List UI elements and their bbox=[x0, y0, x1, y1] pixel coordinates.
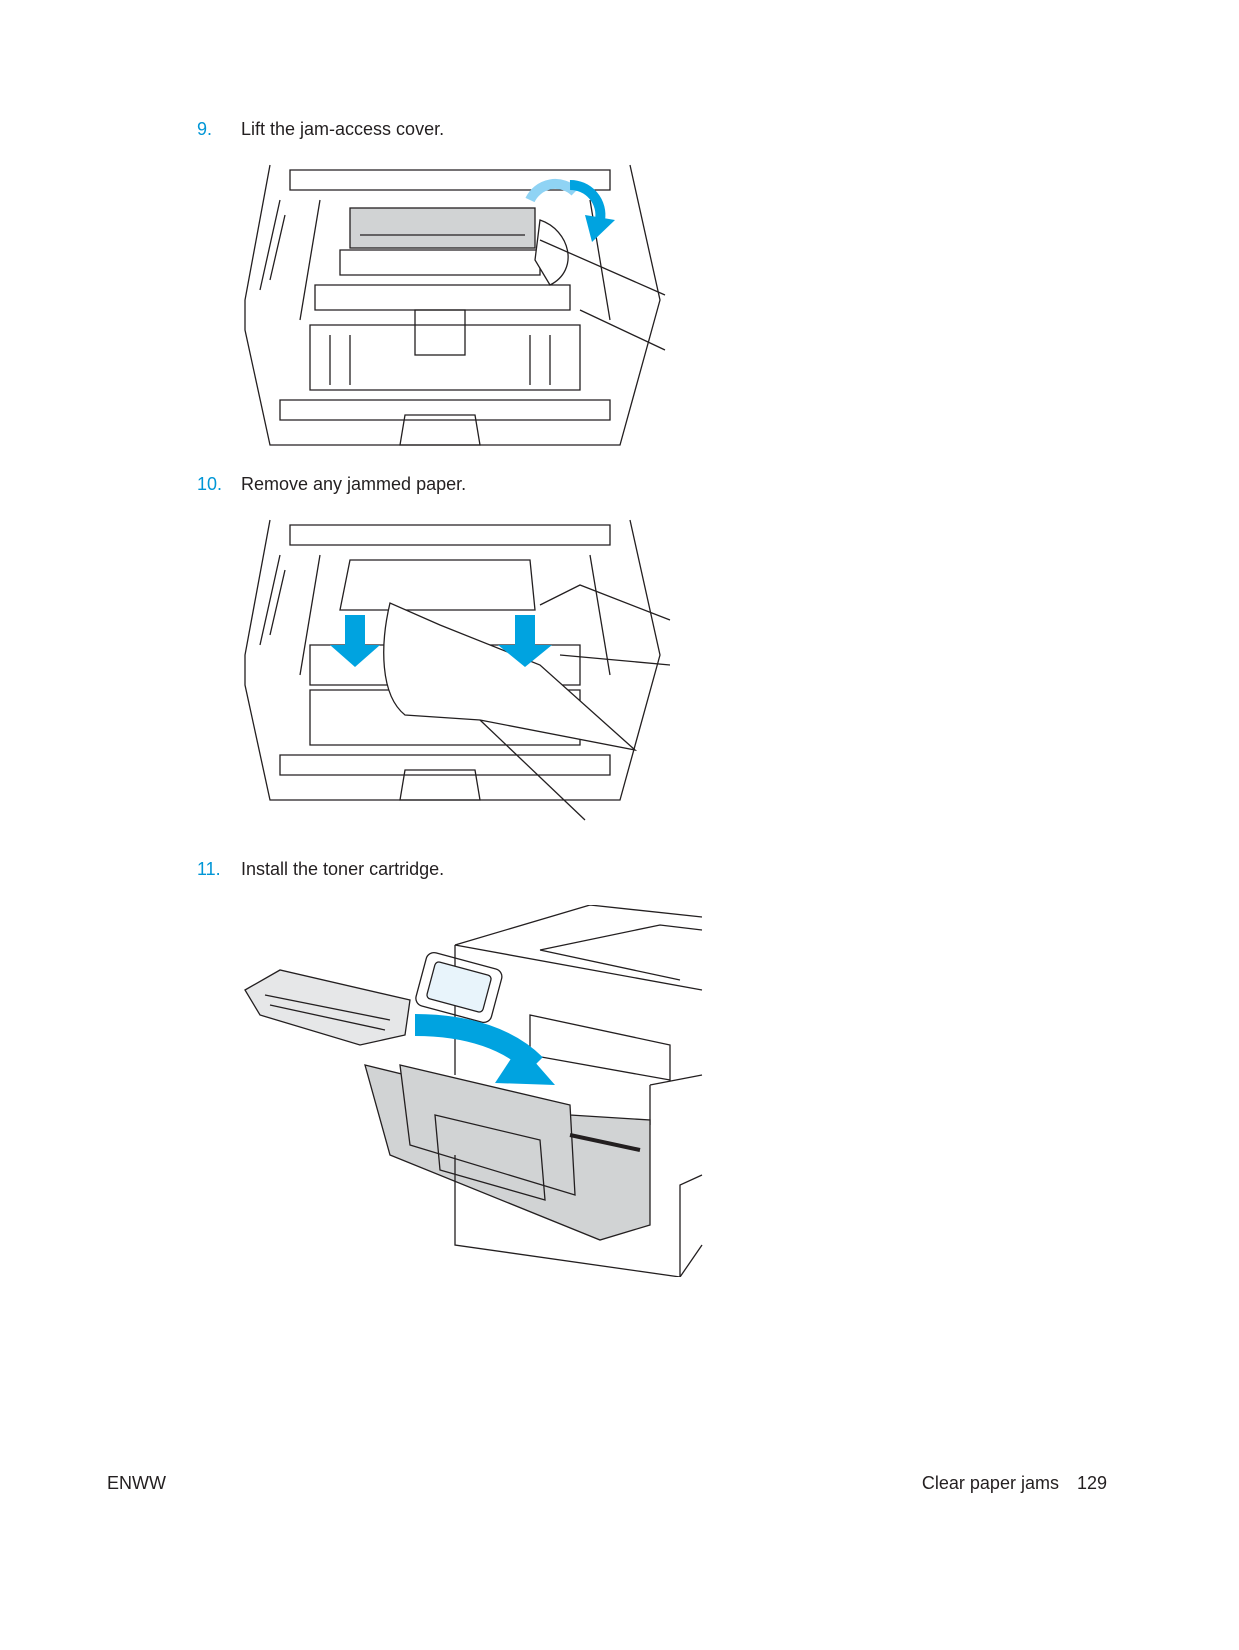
step-text: Remove any jammed paper. bbox=[241, 474, 467, 494]
step-text: Install the toner cartridge. bbox=[241, 859, 445, 879]
remove-jammed-paper-illustration bbox=[244, 519, 671, 821]
step-number: 9. bbox=[197, 119, 213, 139]
step-number: 10. bbox=[197, 474, 223, 494]
step-text: Lift the jam-access cover. bbox=[241, 119, 445, 139]
step-11: 11. Install the toner cartridge. bbox=[197, 859, 444, 880]
step-number: 11. bbox=[197, 859, 221, 879]
step-10: 10. Remove any jammed paper. bbox=[197, 474, 466, 495]
jam-access-cover-illustration bbox=[244, 164, 666, 446]
step-9: 9. Lift the jam-access cover. bbox=[197, 119, 444, 140]
page-number: 129 bbox=[1076, 1473, 1107, 1493]
footer-section-title: Clear paper jams bbox=[921, 1473, 1059, 1493]
install-toner-cartridge-illustration bbox=[244, 905, 703, 1277]
footer-doc-code: ENWW bbox=[107, 1473, 166, 1493]
footer-section: Clear paper jams 129 bbox=[922, 1473, 1107, 1494]
